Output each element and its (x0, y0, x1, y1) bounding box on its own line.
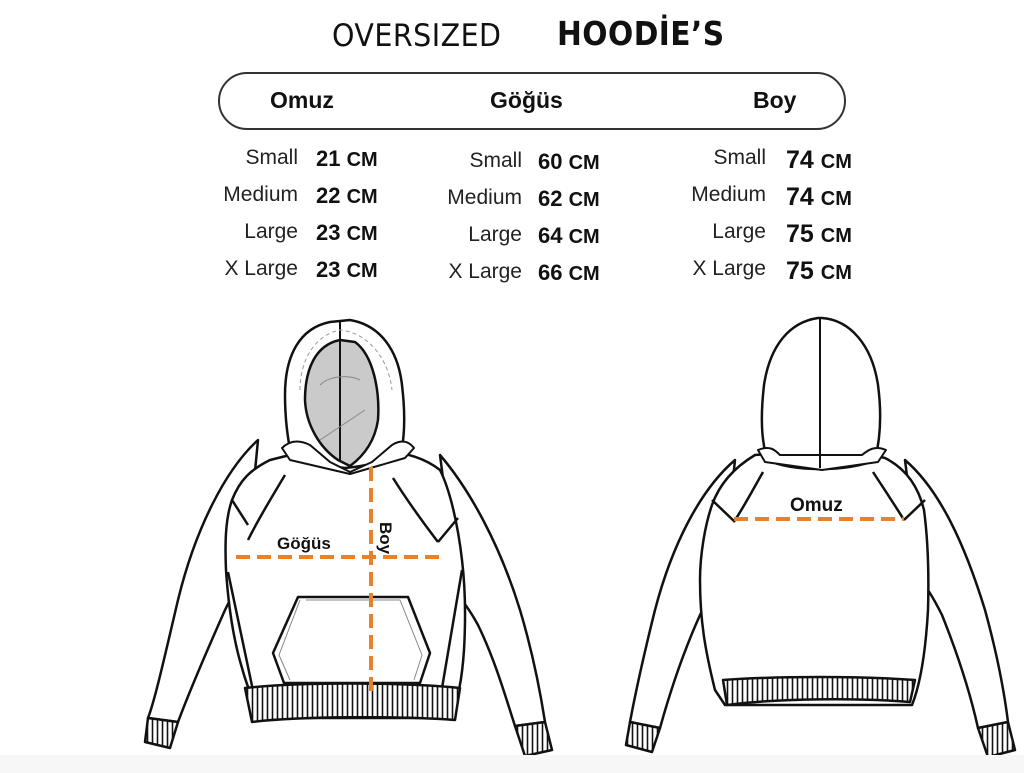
table-row: X Large 66 CM (420, 260, 620, 297)
front-length-label: Boy (376, 522, 395, 555)
back-shoulder-label: Omuz (790, 495, 843, 516)
title-oversized: OVERSIZED (332, 18, 502, 54)
boy-column: Small 74 CM Medium 74 CM Large 75 CM X L… (668, 146, 868, 294)
table-row: Small 21 CM (198, 146, 398, 183)
size-label: Medium (223, 183, 298, 206)
table-row: Large 64 CM (420, 223, 620, 260)
front-chest-label: Göğüs (277, 534, 331, 553)
size-label: X Large (692, 257, 766, 280)
size-value: 23 CM (316, 220, 378, 245)
table-row: Large 23 CM (198, 220, 398, 257)
table-row: X Large 23 CM (198, 257, 398, 294)
size-label: Large (468, 223, 522, 246)
header-gogus: Göğüs (490, 87, 563, 113)
table-row: Small 74 CM (668, 146, 868, 183)
table-row: Medium 74 CM (668, 183, 868, 220)
size-value: 75 CM (786, 257, 852, 285)
size-label: Small (713, 146, 766, 169)
size-value: 74 CM (786, 146, 852, 174)
size-value: 66 CM (538, 260, 600, 285)
size-value: 75 CM (786, 220, 852, 248)
size-value: 21 CM (316, 146, 378, 171)
bottom-strip (0, 755, 1024, 773)
size-label: Small (469, 149, 522, 172)
table-row: Large 75 CM (668, 220, 868, 257)
size-value: 64 CM (538, 223, 600, 248)
size-value: 60 CM (538, 149, 600, 174)
size-chart-header: Omuz Göğüs Boy (218, 72, 846, 130)
table-row: Medium 62 CM (420, 186, 620, 223)
page-title: OVERSIZED HOODİE’S (0, 14, 1024, 58)
gogus-column: Small 60 CM Medium 62 CM Large 64 CM X L… (420, 146, 620, 294)
size-label: Medium (691, 183, 766, 206)
front-measure-lines (236, 467, 442, 694)
size-label: X Large (224, 257, 298, 280)
front-hoodie (143, 318, 554, 758)
table-row: X Large 75 CM (668, 257, 868, 294)
size-label: Small (245, 146, 298, 169)
header-omuz: Omuz (270, 87, 334, 113)
size-value: 23 CM (316, 257, 378, 282)
header-boy: Boy (753, 87, 797, 113)
size-value: 62 CM (538, 186, 600, 211)
size-label: Large (712, 220, 766, 243)
back-hoodie (624, 316, 1017, 759)
size-value: 22 CM (316, 183, 378, 208)
size-value: 74 CM (786, 183, 852, 211)
title-hoodies: HOODİE’S (557, 14, 725, 53)
table-row: Medium 22 CM (198, 183, 398, 220)
table-row: Small 60 CM (420, 149, 620, 186)
size-label: X Large (448, 260, 522, 283)
size-label: Medium (447, 186, 522, 209)
size-label: Large (244, 220, 298, 243)
omuz-column: Small 21 CM Medium 22 CM Large 23 CM X L… (198, 146, 398, 294)
